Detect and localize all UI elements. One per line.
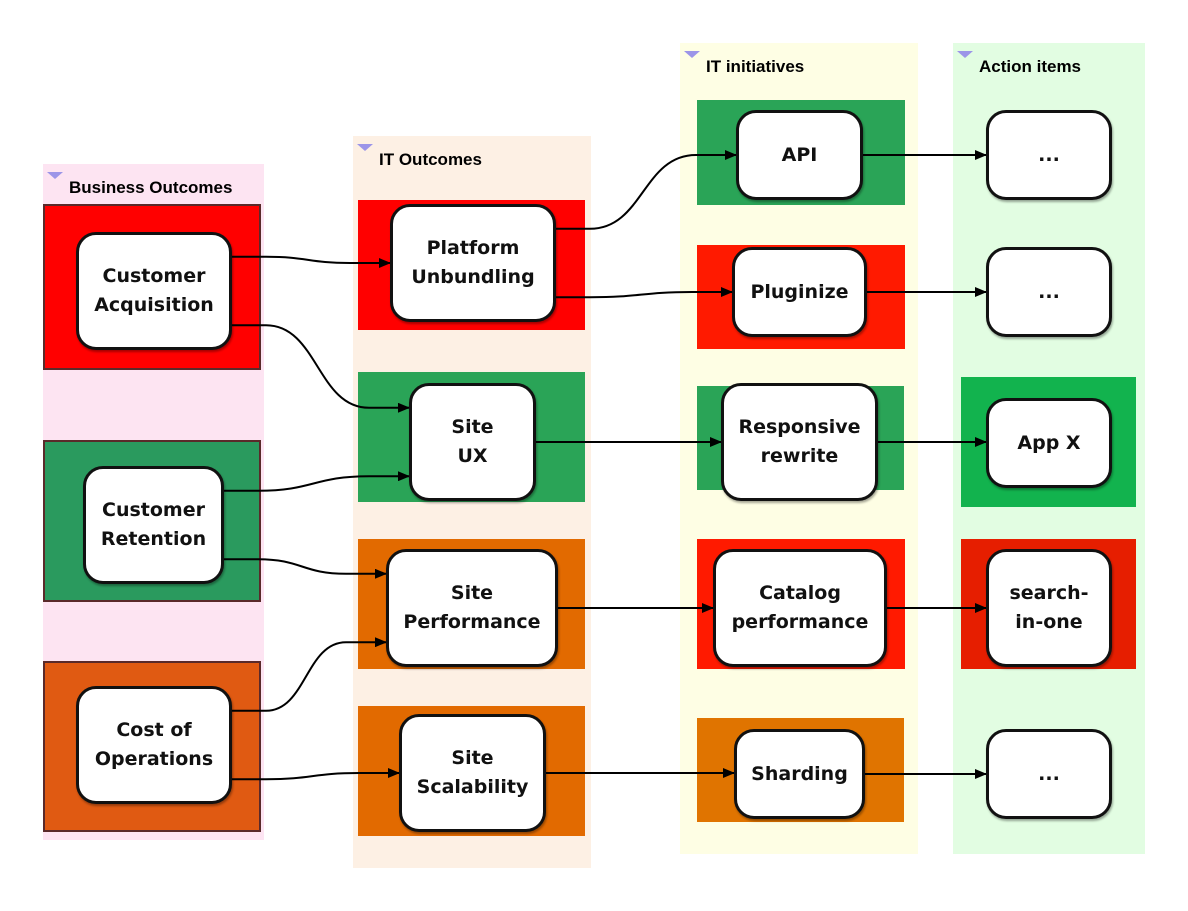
node-pluginize[interactable]: Pluginize bbox=[732, 247, 867, 337]
lane-header[interactable]: IT initiatives bbox=[680, 43, 918, 73]
node-action-item-placeholder[interactable]: ... bbox=[986, 247, 1112, 337]
node-customer-acquisition[interactable]: Customer Acquisition bbox=[76, 232, 232, 350]
lane-title: IT initiatives bbox=[706, 57, 805, 73]
node-api[interactable]: API bbox=[736, 110, 863, 200]
node-action-item-placeholder[interactable]: ... bbox=[986, 110, 1112, 200]
collapse-triangle-icon[interactable] bbox=[684, 51, 700, 58]
node-platform-unbundling[interactable]: Platform Unbundling bbox=[390, 204, 556, 322]
node-sharding[interactable]: Sharding bbox=[734, 729, 865, 819]
node-catalog-performance[interactable]: Catalog performance bbox=[713, 549, 887, 667]
lane-header[interactable]: Action items bbox=[953, 43, 1145, 73]
node-site-scalability[interactable]: Site Scalability bbox=[399, 714, 546, 832]
collapse-triangle-icon[interactable] bbox=[357, 144, 373, 151]
lane-header[interactable]: IT Outcomes bbox=[353, 136, 591, 166]
lane-title: Business Outcomes bbox=[69, 178, 233, 194]
node-customer-retention[interactable]: Customer Retention bbox=[83, 466, 224, 584]
node-cost-of-operations[interactable]: Cost of Operations bbox=[76, 686, 232, 804]
lane-header[interactable]: Business Outcomes bbox=[43, 164, 264, 194]
node-action-item-placeholder[interactable]: ... bbox=[986, 729, 1112, 819]
collapse-triangle-icon[interactable] bbox=[957, 51, 973, 58]
collapse-triangle-icon[interactable] bbox=[47, 172, 63, 179]
node-site-performance[interactable]: Site Performance bbox=[386, 549, 558, 667]
node-search-in-one[interactable]: search- in-one bbox=[986, 549, 1112, 667]
lane-title: Action items bbox=[979, 57, 1082, 73]
lane-title: IT Outcomes bbox=[379, 150, 482, 166]
node-responsive-rewrite[interactable]: Responsive rewrite bbox=[721, 383, 878, 501]
node-site-ux[interactable]: Site UX bbox=[409, 383, 536, 501]
node-app-x[interactable]: App X bbox=[986, 398, 1112, 488]
